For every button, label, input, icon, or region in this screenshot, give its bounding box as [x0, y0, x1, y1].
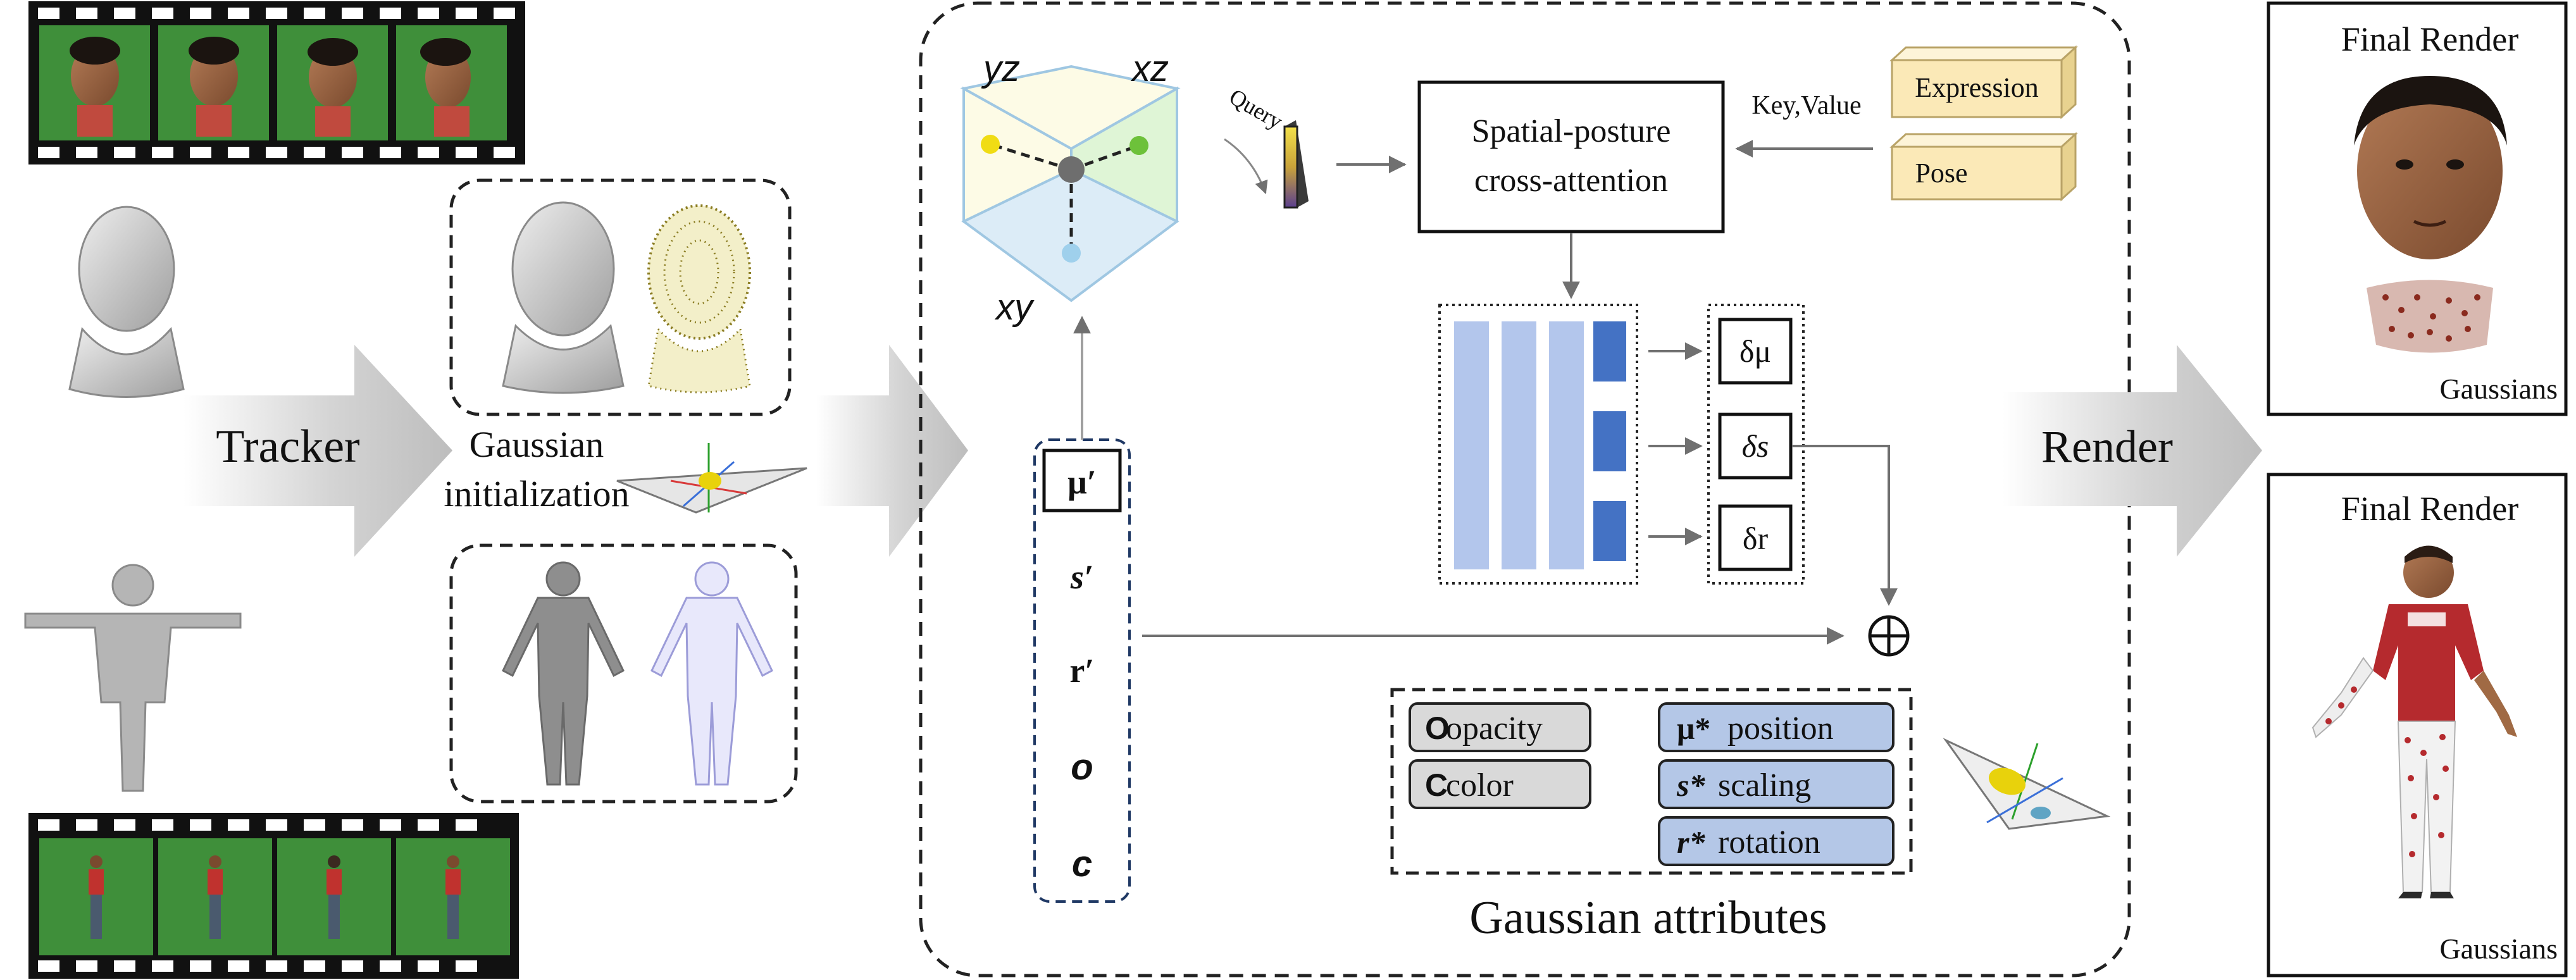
tracker-arrow — [184, 345, 452, 557]
attr-opacity-label: opacity — [1446, 710, 1543, 747]
attr-opacity-symbol: O — [1425, 710, 1450, 746]
pose-label: Pose — [1915, 158, 1967, 189]
keyvalue-label: Key,Value — [1752, 91, 1861, 120]
face-frame-4 — [420, 38, 471, 137]
query-label: Query — [1225, 84, 1287, 134]
mlp-decoder-block — [1438, 304, 1638, 585]
pose-box — [1889, 132, 2078, 202]
gaussian-attributes-panel — [1390, 688, 1913, 875]
query-arrow — [1224, 138, 1268, 194]
canonical-r-label: r′ — [1069, 652, 1094, 690]
plane-xy-label: xy — [994, 287, 1035, 328]
body-frame-figures — [89, 855, 461, 939]
gaussian-splat-icon-left — [616, 443, 807, 514]
attention-label-line2: cross-attention — [1474, 163, 1668, 199]
gaussian-splat-icon-right — [1943, 738, 2111, 830]
init-head-pointcloud — [647, 204, 751, 394]
face-frame-2 — [189, 37, 239, 137]
head-render-title: Final Render — [2341, 20, 2518, 58]
plane-xz-label: xz — [1130, 48, 1169, 89]
canonical-mu-label: μ′ — [1067, 463, 1097, 501]
canonical-attributes-column — [1033, 438, 1131, 903]
attention-label-line1: Spatial-posture — [1472, 113, 1671, 149]
gaussian-init-head-box — [449, 178, 792, 416]
init-label-line1: Gaussian — [470, 424, 604, 465]
body-render-title: Final Render — [2341, 490, 2518, 528]
canonical-c-label: c — [1072, 843, 1092, 884]
add-operator — [1868, 615, 1910, 657]
delta-mu-label: δμ — [1739, 333, 1771, 369]
canonical-mu-box — [1042, 449, 1122, 512]
delta-outputs-block — [1707, 304, 1805, 585]
attr-scaling-label: scaling — [1718, 767, 1811, 803]
body-render-image — [2312, 545, 2517, 898]
attr-scaling-chip: s* scaling — [1658, 759, 1895, 809]
render-arrow — [2003, 345, 2262, 557]
expression-box — [1889, 45, 2078, 120]
canonical-o-label: o — [1071, 747, 1093, 788]
attr-scaling-symbol: s* — [1676, 767, 1705, 803]
plane-yz-label: yz — [981, 48, 1020, 89]
face-frame-3 — [308, 38, 358, 137]
init-head-mesh — [502, 201, 625, 394]
render-label: Render — [2041, 421, 2173, 472]
attr-rotation-symbol: r* — [1677, 824, 1705, 860]
gaussian-init-body-box — [449, 543, 798, 803]
attr-position-label: position — [1727, 710, 1834, 747]
face-frame-1 — [70, 37, 120, 137]
delta-s-label: δs — [1742, 428, 1769, 464]
head-render-caption: Gaussians — [2439, 373, 2558, 405]
input-to-module-arrow — [816, 345, 968, 557]
attr-position-symbol: μ* — [1677, 710, 1710, 746]
init-body-mesh — [502, 561, 625, 786]
attr-color-label: color — [1446, 767, 1514, 803]
head-mesh-model — [68, 206, 185, 398]
attr-position-chip: μ* position — [1658, 702, 1895, 752]
init-label-line2: initialization — [444, 473, 629, 514]
init-body-pointcloud — [650, 561, 773, 786]
attr-color-symbol: C — [1425, 767, 1448, 803]
attr-color-chip: C color — [1409, 759, 1591, 809]
attr-rotation-label: rotation — [1718, 824, 1820, 860]
expression-label: Expression — [1915, 72, 2039, 103]
body-mesh-model — [24, 564, 242, 792]
delta-r-label: δr — [1743, 521, 1769, 556]
head-render-image — [2354, 76, 2507, 353]
body-render-caption: Gaussians — [2439, 933, 2558, 965]
attr-rotation-chip: r* rotation — [1658, 816, 1895, 866]
delta-to-add-arrow — [1792, 445, 1898, 606]
triplane-cube — [960, 65, 1181, 302]
canonical-s-label: s′ — [1070, 558, 1093, 596]
query-feature-vector — [1283, 120, 1309, 209]
tracker-label: Tracker — [216, 421, 359, 473]
attr-opacity-chip: O opacity — [1409, 702, 1591, 752]
deformation-module-border — [919, 1, 2131, 977]
face-video-filmstrip — [28, 1, 525, 164]
spatial-posture-cross-attention-block — [1417, 80, 1725, 233]
body-video-filmstrip — [28, 813, 519, 979]
gaussian-attributes-caption: Gaussian attributes — [1469, 892, 1827, 944]
